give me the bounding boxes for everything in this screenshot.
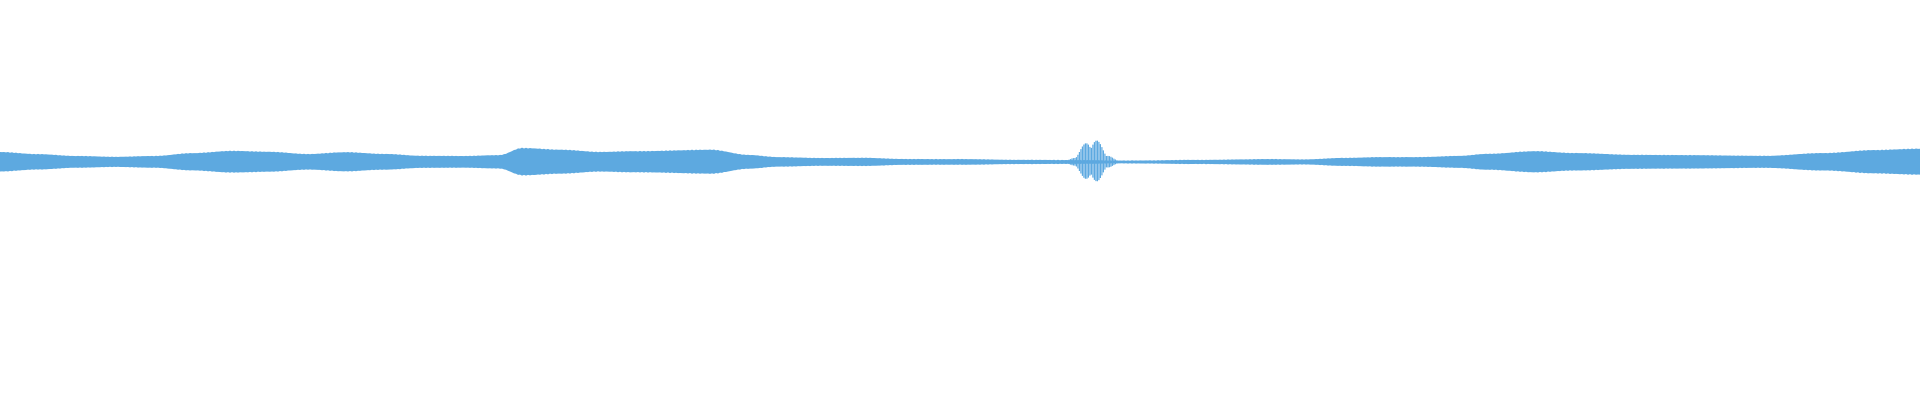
waveform-transient	[1065, 140, 1119, 182]
waveform-body	[0, 147, 1920, 176]
